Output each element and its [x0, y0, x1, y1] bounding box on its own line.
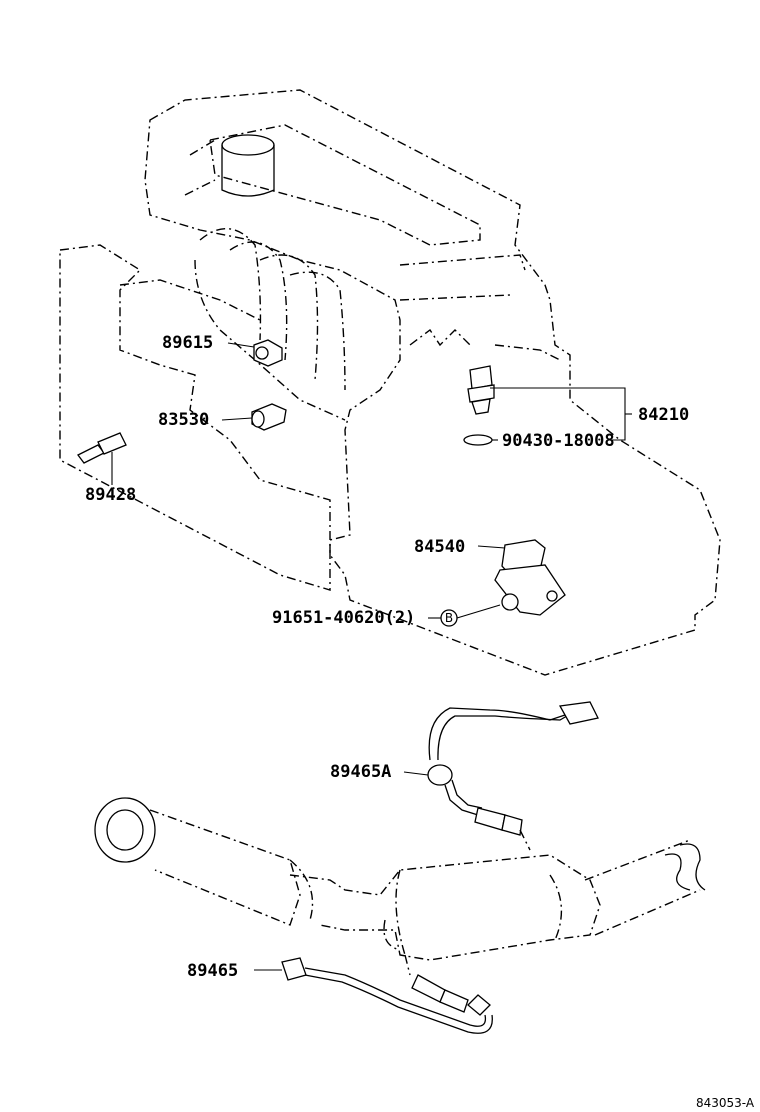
sensor-89615[interactable]: [253, 339, 283, 367]
sensor-83530[interactable]: [251, 403, 287, 431]
sensor-89465A[interactable]: [427, 701, 599, 836]
diagram-reference-id: 843053-A: [696, 1096, 755, 1110]
callout-91651-40620: 91651-40620(2): [272, 608, 415, 628]
engine-outline: [59, 89, 721, 676]
gasket-90430[interactable]: [463, 434, 493, 446]
callout-90430-18008: 90430-18008: [502, 431, 615, 451]
switch-84210[interactable]: [467, 365, 495, 415]
callout-83530: 83530: [158, 410, 209, 430]
bolt-marker-letter: B: [445, 611, 453, 625]
callout-84210: 84210: [638, 405, 689, 425]
callout-89428: 89428: [85, 485, 136, 505]
bolt-marker: B: [440, 609, 458, 627]
exhaust-assembly: [94, 797, 706, 961]
leader-lines: [111, 342, 632, 971]
callout-89615: 89615: [162, 333, 213, 353]
sensor-89465[interactable]: [281, 957, 493, 1034]
oil-filler-cap: [221, 134, 275, 197]
callout-89465: 89465: [187, 961, 238, 981]
switch-84540[interactable]: [494, 539, 566, 616]
intake-manifold: [194, 227, 346, 421]
callout-84540: 84540: [414, 537, 465, 557]
callout-89465A: 89465A: [330, 762, 391, 782]
sensor-89428[interactable]: [77, 432, 127, 464]
